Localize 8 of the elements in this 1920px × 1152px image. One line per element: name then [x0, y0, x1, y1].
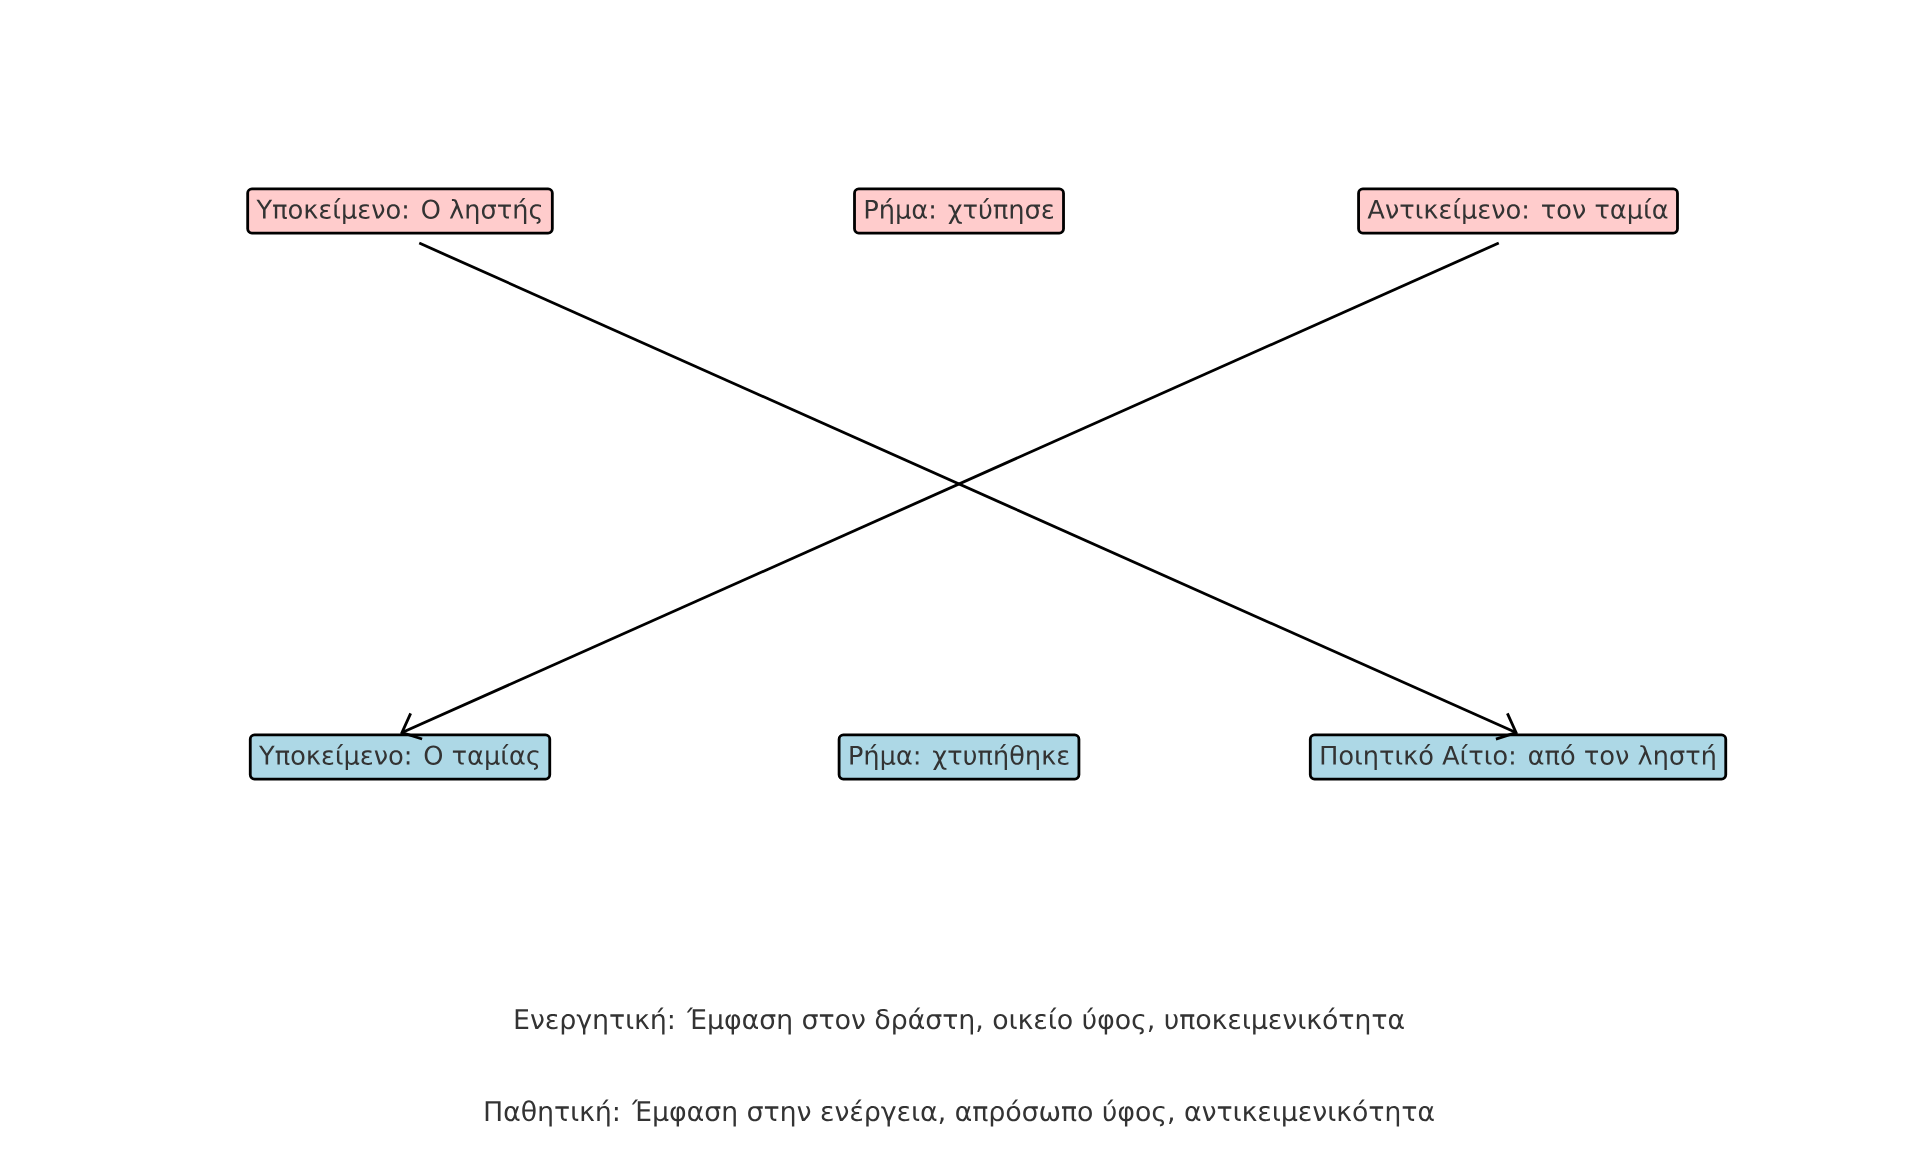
caption-text: Παθητική: Έμφαση στην ενέργεια, απρόσωπο ύφος, αντικειμενικότητα	[485, 1099, 1434, 1127]
caption-text: Ενεργητική: Έμφαση στον δράστη, οικείο ύφος, υποκειμενικότητα	[515, 1007, 1404, 1035]
word-box: Ρήμα: χτύπησε	[853, 187, 1065, 235]
word-box: Υποκείμενο: Ο ταμίας	[248, 733, 552, 781]
word-box: Ποιητικό Αίτιο: από τον ληστή	[1308, 733, 1728, 781]
word-box: Ρήμα: χτυπήθηκε	[837, 733, 1081, 781]
word-box: Αντικείμενο: τον ταμία	[1357, 187, 1679, 235]
word-box: Υποκείμενο: Ο ληστής	[246, 187, 554, 235]
